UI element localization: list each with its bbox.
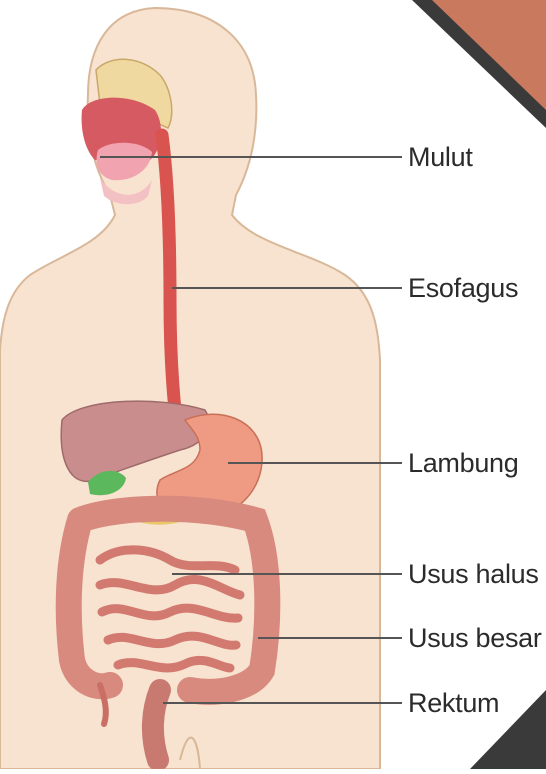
label-stomach: Lambung bbox=[408, 450, 519, 477]
label-mouth: Mulut bbox=[408, 144, 473, 171]
label-small-intestine: Usus halus bbox=[408, 561, 539, 588]
label-rectum: Rektum bbox=[408, 690, 499, 717]
rectum-tube bbox=[153, 690, 160, 760]
label-large-intestine: Usus besar bbox=[408, 625, 542, 652]
label-esophagus: Esofagus bbox=[408, 275, 518, 302]
body-silhouette bbox=[0, 8, 380, 769]
